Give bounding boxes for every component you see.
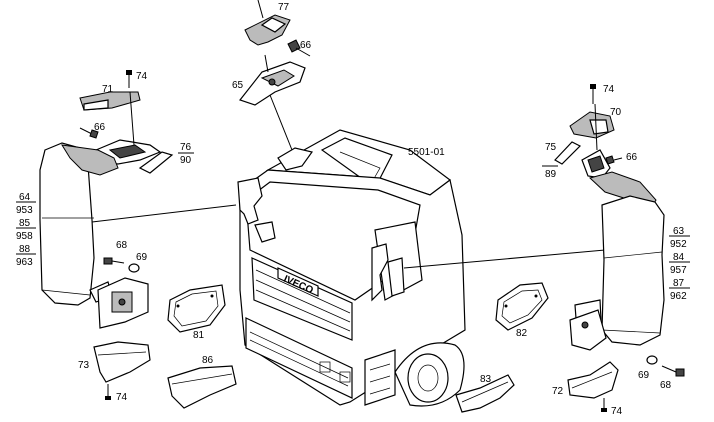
- part-86-cover: [167, 365, 237, 409]
- right-mirror: [569, 171, 665, 351]
- left-lower-mount: [97, 277, 149, 329]
- part-71-cover: [79, 91, 141, 111]
- callout-75: 75: [545, 142, 557, 153]
- part-74-screw-right: [590, 84, 596, 104]
- label-87: 87: [673, 278, 685, 289]
- callout-89: 89: [545, 169, 557, 180]
- part-mirror-bracket-right: [581, 103, 611, 179]
- left-mirror: [39, 142, 119, 306]
- part-68-bolt-right: [661, 365, 685, 377]
- callout-74-topleft: 74: [136, 71, 148, 82]
- callout-65: 65: [232, 80, 244, 91]
- mirror-mount-bracket-left: [237, 177, 276, 243]
- callout-72: 72: [552, 386, 564, 397]
- callout-68-left: 68: [116, 240, 128, 251]
- drawing-code: 5501-01: [408, 147, 445, 158]
- callout-76: 76: [180, 142, 192, 153]
- part-77-bracket: [244, 0, 291, 46]
- callout-66-top: 66: [300, 40, 312, 51]
- part-72-cover: [567, 361, 619, 399]
- label-963: 963: [16, 257, 33, 268]
- part-74-screw-bottomright: [601, 398, 607, 412]
- label-957: 957: [670, 265, 687, 276]
- callout-74-bottomleft: 74: [116, 392, 128, 403]
- part-66-bolt-top: [287, 39, 311, 57]
- label-63: 63: [673, 226, 685, 237]
- part-68-bolt-left: [103, 257, 125, 265]
- callout-74-bottomright: 74: [611, 406, 623, 417]
- right-mirror-stack-labels: 63 952 84 957 87 962: [669, 226, 690, 302]
- callout-66-left: 66: [94, 122, 106, 133]
- left-mirror-stack-labels: 64 953 85 958 88 963: [16, 192, 36, 268]
- label-64: 64: [19, 192, 31, 203]
- label-958: 958: [16, 231, 33, 242]
- leader-line-top-bracket: [269, 94, 293, 151]
- label-962: 962: [670, 291, 687, 302]
- callout-83: 83: [480, 374, 492, 385]
- callout-77: 77: [278, 2, 290, 13]
- mirror-mount-bracket-right: [371, 243, 405, 302]
- part-81-plate: [167, 284, 226, 333]
- callout-71: 71: [102, 84, 114, 95]
- label-85: 85: [19, 218, 31, 229]
- part-76-gasket: [138, 151, 174, 174]
- truck-cab: IVECO: [239, 129, 466, 407]
- callout-68-right: 68: [660, 380, 672, 391]
- callout-70: 70: [610, 107, 622, 118]
- callout-69-right: 69: [638, 370, 650, 381]
- part-66-bolt-left: [79, 127, 99, 139]
- callout-66-right: 66: [626, 152, 638, 163]
- label-953: 953: [16, 205, 33, 216]
- part-65-mirror-arm: [239, 54, 306, 106]
- callout-81: 81: [193, 330, 205, 341]
- callout-73: 73: [78, 360, 90, 371]
- leader-line-right-mirror: [403, 249, 606, 269]
- part-82-plate: [495, 282, 549, 331]
- part-70-cover: [569, 111, 615, 139]
- part-74-screw-topleft: [126, 70, 132, 88]
- label-952: 952: [670, 239, 687, 250]
- part-69-washer-left: [128, 263, 140, 273]
- callout-82: 82: [516, 328, 528, 339]
- callout-90: 90: [180, 155, 192, 166]
- part-83-cover: [455, 374, 515, 413]
- label-84: 84: [673, 252, 685, 263]
- part-69-washer-right: [646, 355, 658, 365]
- part-66-bolt-right: [605, 155, 623, 165]
- part-75-gasket: [554, 141, 582, 165]
- part-74-screw-bottomleft: [105, 384, 111, 400]
- leader-line-left-mirror: [91, 204, 237, 223]
- callout-69-left: 69: [136, 252, 148, 263]
- part-73-lower-cover: [93, 341, 151, 383]
- label-88: 88: [19, 244, 31, 255]
- callout-86: 86: [202, 355, 214, 366]
- callout-74-right: 74: [603, 84, 615, 95]
